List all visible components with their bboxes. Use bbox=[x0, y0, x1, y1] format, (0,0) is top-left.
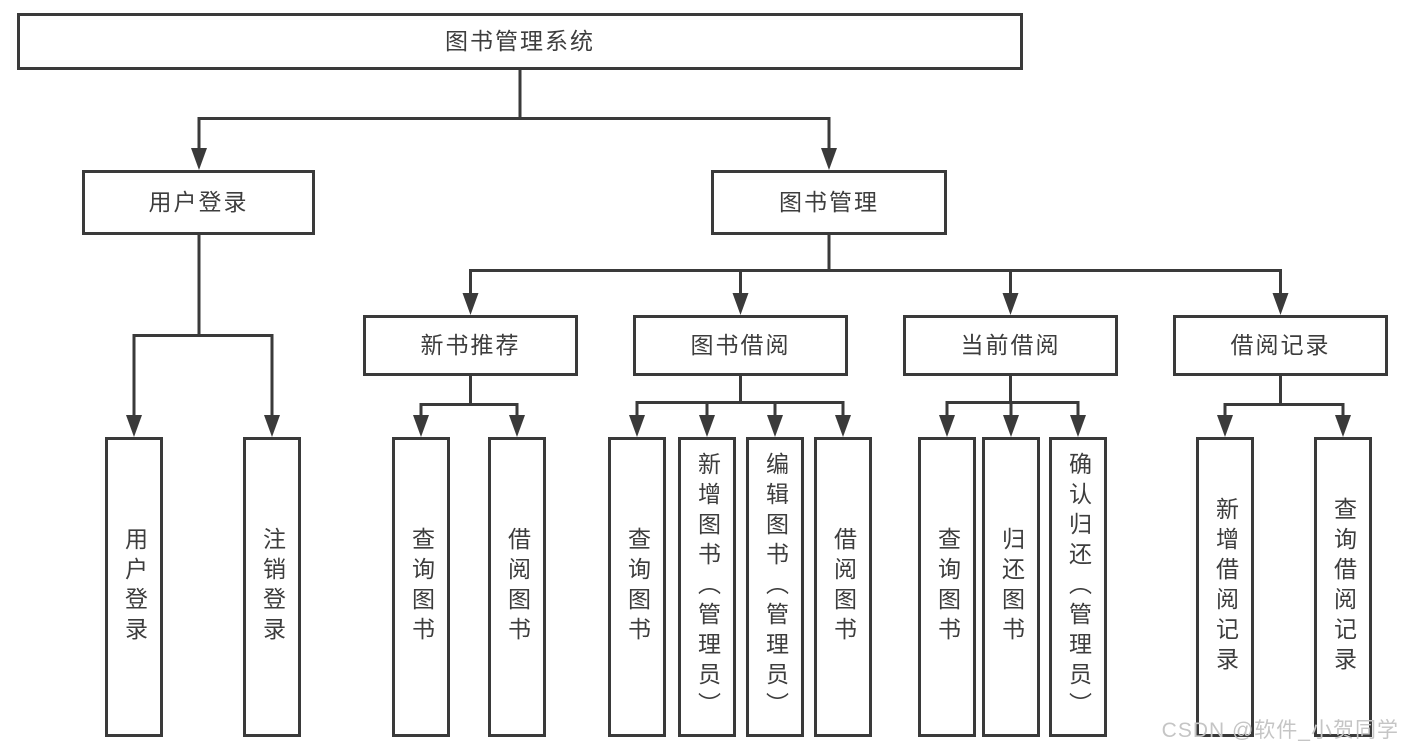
leaf-query-books-label: 查询图书 bbox=[408, 527, 435, 647]
node-borrow-records: 借阅记录 bbox=[1173, 315, 1388, 376]
leaf-logout-login: 注销登录 bbox=[243, 437, 301, 737]
leaf-add-borrow-record-label: 新增借阅记录 bbox=[1212, 497, 1239, 677]
leaf-borrow-books-label: 借阅图书 bbox=[830, 527, 857, 647]
leaf-query-borrow-record-label: 查询借阅记录 bbox=[1330, 497, 1357, 677]
leaf-user-login-label: 用户登录 bbox=[121, 527, 148, 647]
node-user-login-label: 用户登录 bbox=[148, 189, 249, 215]
leaf-logout-login-label: 注销登录 bbox=[259, 527, 286, 647]
leaf-borrow-books: 借阅图书 bbox=[814, 437, 872, 737]
node-root-label: 图书管理系统 bbox=[445, 28, 595, 54]
leaf-confirm-return-admin: 确认归还（管理员） bbox=[1049, 437, 1107, 737]
leaf-return-books-label: 归还图书 bbox=[998, 527, 1025, 647]
leaf-query-books: 查询图书 bbox=[392, 437, 450, 737]
connector-current-children bbox=[939, 376, 1086, 437]
connector-new-rec-children bbox=[413, 376, 525, 437]
leaf-add-borrow-record: 新增借阅记录 bbox=[1196, 437, 1254, 737]
connector-borrow-children bbox=[629, 376, 851, 437]
node-new-book-recommend: 新书推荐 bbox=[363, 315, 578, 376]
leaf-edit-books-admin-label: 编辑图书（管理员） bbox=[762, 452, 789, 722]
leaf-query-borrow-record: 查询借阅记录 bbox=[1314, 437, 1372, 737]
node-current-borrow-label: 当前借阅 bbox=[960, 332, 1061, 358]
leaf-query-books-label: 查询图书 bbox=[624, 527, 651, 647]
connector-root-to-level2 bbox=[191, 70, 837, 170]
connector-records-children bbox=[1217, 376, 1351, 437]
leaf-query-books: 查询图书 bbox=[918, 437, 976, 737]
node-current-borrow: 当前借阅 bbox=[903, 315, 1118, 376]
node-root: 图书管理系统 bbox=[17, 13, 1023, 70]
node-book-management-label: 图书管理 bbox=[779, 189, 879, 215]
node-book-borrow-label: 图书借阅 bbox=[690, 332, 791, 358]
leaf-edit-books-admin: 编辑图书（管理员） bbox=[746, 437, 804, 737]
connector-user-login-children bbox=[126, 235, 280, 437]
leaf-add-books-admin-label: 新增图书（管理员） bbox=[694, 452, 721, 722]
connector-book-mgmt-children bbox=[462, 235, 1289, 315]
leaf-borrow-books: 借阅图书 bbox=[488, 437, 546, 737]
node-user-login: 用户登录 bbox=[82, 170, 315, 235]
leaf-add-books-admin: 新增图书（管理员） bbox=[678, 437, 736, 737]
leaf-confirm-return-admin-label: 确认归还（管理员） bbox=[1065, 452, 1092, 722]
leaf-user-login: 用户登录 bbox=[105, 437, 163, 737]
node-new-book-recommend-label: 新书推荐 bbox=[420, 332, 521, 358]
leaf-query-books-label: 查询图书 bbox=[934, 527, 961, 647]
leaf-query-books: 查询图书 bbox=[608, 437, 666, 737]
leaf-borrow-books-label: 借阅图书 bbox=[504, 527, 531, 647]
csdn-watermark: CSDN @软件_小贺同学 bbox=[1161, 719, 1399, 742]
node-borrow-records-label: 借阅记录 bbox=[1230, 332, 1331, 358]
leaf-return-books: 归还图书 bbox=[982, 437, 1040, 737]
node-book-borrow: 图书借阅 bbox=[633, 315, 848, 376]
node-book-management: 图书管理 bbox=[711, 170, 947, 235]
